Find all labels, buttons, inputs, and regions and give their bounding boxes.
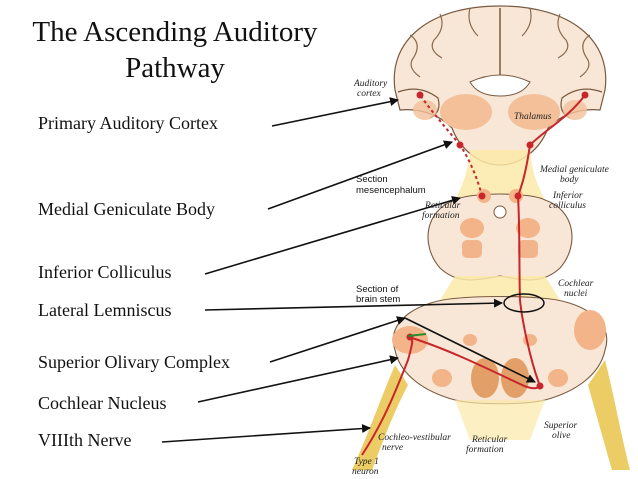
ann-thalamus: Thalamus [514, 112, 552, 122]
pathway-lines [361, 94, 586, 456]
brain-section [393, 5, 607, 166]
ann-inferior-colliculus-2: colliculus [549, 201, 586, 211]
label-medial-geniculate-body: Medial Geniculate Body [38, 199, 215, 219]
ann-auditory-cortex-2: cortex [357, 89, 382, 99]
ann-section-brain-stem-1: Section of [356, 284, 399, 295]
ann-cochleo-vestibular-1: Cochleo-vestibular [378, 433, 451, 443]
arrow-cochlear-nucleus [197, 355, 399, 403]
label-primary-auditory-cortex: Primary Auditory Cortex [38, 113, 218, 133]
title-line-2: Pathway [125, 52, 225, 84]
green-fiber [407, 333, 427, 337]
right-nerve [588, 360, 630, 470]
pointer-arrows [161, 97, 536, 443]
ann-cochlear-nuclei-1: Cochlear [558, 279, 594, 289]
arrow-superior-olivary-2 [404, 317, 536, 383]
lemniscus-ellipse [503, 293, 545, 313]
brainstem-section [392, 295, 608, 405]
ann-inferior-colliculus-1: Inferior [552, 190, 583, 201]
ann-auditory-cortex-1: Auditory [353, 79, 388, 89]
ann-section-brain-stem-2: brain stem [356, 294, 400, 305]
ann-reticular-upper-1: Reticular [424, 201, 461, 211]
ann-type1-neuron-2: neuron [352, 467, 379, 477]
ann-medial-geniculate-1: Medial geniculate [539, 165, 609, 175]
title-line-1: The Ascending Auditory [32, 16, 318, 48]
ann-superior-olive-2: olive [552, 431, 570, 441]
arrow-primary-auditory-cortex [271, 97, 399, 127]
left-nerve [352, 365, 408, 470]
ann-section-mesencephalum-1: Section [356, 174, 388, 185]
arrow-medial-geniculate-body [267, 140, 453, 210]
label-lateral-lemniscus: Lateral Lemniscus [38, 300, 172, 320]
arrow-superior-olivary-1 [269, 316, 406, 363]
label-viiith-nerve: VIIIth Nerve [38, 430, 132, 450]
arrow-inferior-colliculus [204, 195, 461, 275]
arrow-lateral-lemniscus [204, 298, 503, 311]
label-inferior-colliculus: Inferior Colliculus [38, 262, 172, 282]
ann-cochleo-vestibular-2: nerve [382, 443, 403, 453]
arrow-viiith-nerve [161, 424, 371, 443]
ann-type1-neuron-1: Type 1 [354, 457, 379, 467]
ann-cochlear-nuclei-2: nuclei [564, 289, 588, 299]
ann-reticular-lower-2: formation [466, 444, 504, 455]
ann-reticular-lower-1: Reticular [471, 435, 508, 445]
mesencephalum-section [427, 189, 573, 281]
label-superior-olivary-complex: Superior Olivary Complex [38, 352, 230, 372]
ann-medial-geniculate-2: body [560, 175, 579, 185]
label-cochlear-nucleus: Cochlear Nucleus [38, 393, 167, 413]
title: The Ascending Auditory Pathway [0, 14, 350, 86]
ann-reticular-upper-2: formation [422, 210, 460, 221]
ann-section-mesencephalum-2: mesencephalum [356, 185, 426, 196]
ann-superior-olive-1: Superior [544, 421, 578, 431]
